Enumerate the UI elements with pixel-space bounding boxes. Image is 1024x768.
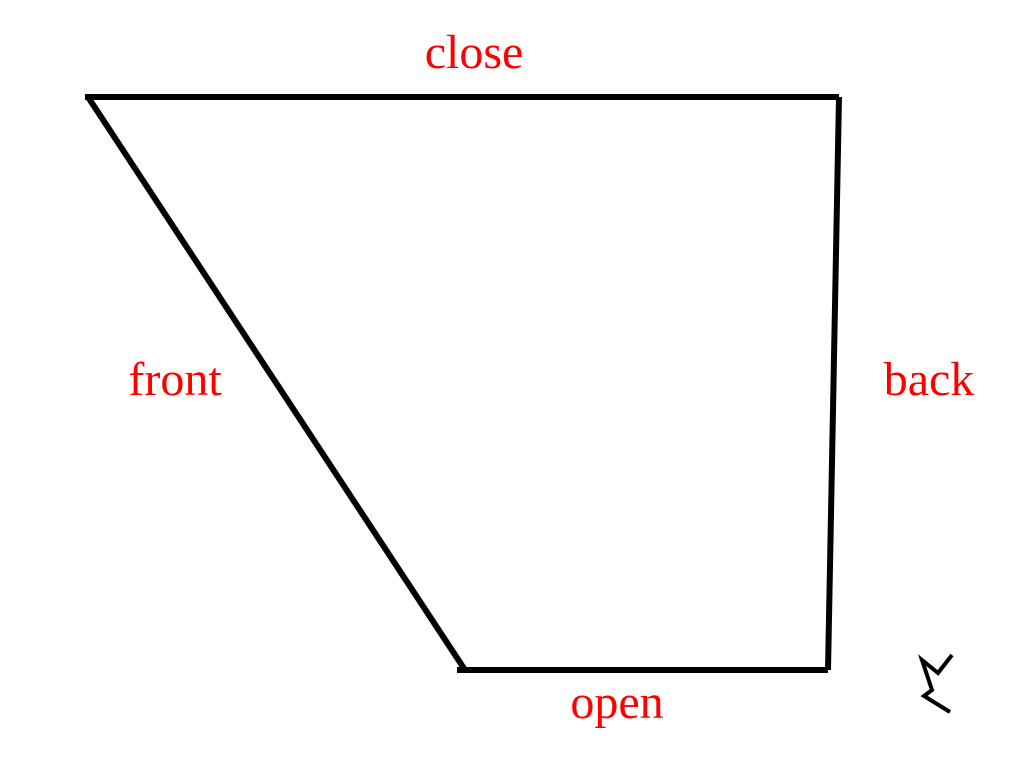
label-open: open (570, 676, 663, 729)
label-back: back (884, 353, 975, 406)
label-front: front (128, 353, 222, 406)
label-close: close (425, 26, 524, 79)
zigzag-icon (917, 653, 954, 714)
left-edge (85, 95, 468, 672)
right-edge (825, 96, 842, 671)
